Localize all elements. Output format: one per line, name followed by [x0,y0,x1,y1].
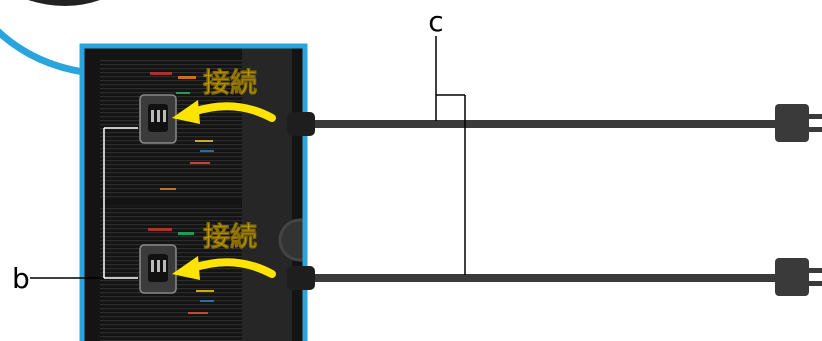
fan-hub [278,218,305,262]
cable-callout-label: c [428,5,443,38]
curved-arrow-left-icon [172,256,276,280]
psu-photo [82,46,305,341]
plug-icon [775,258,822,296]
power-cable-upper [287,104,822,142]
plug-icon [775,104,822,142]
cable-callout-bracket [435,36,466,275]
photo-frame [79,43,308,341]
reflection-streaks [148,72,214,314]
power-inlet-lower [139,244,177,294]
inlet-callout-label: b [12,262,30,295]
connect-label-upper: 接続 [203,68,257,99]
chassis-edge [242,46,292,341]
power-inlet-upper [139,94,177,144]
magnifier-circle-arc [0,28,85,76]
cable-connector-lower [287,266,315,290]
cable-connector-upper [287,112,315,136]
power-cable-lower [287,258,822,296]
connect-label-lower: 接続 [203,222,257,253]
lens-dark-edge [28,0,100,6]
inlet-callout-bracket [30,127,138,279]
curved-arrow-left-icon [172,100,276,124]
